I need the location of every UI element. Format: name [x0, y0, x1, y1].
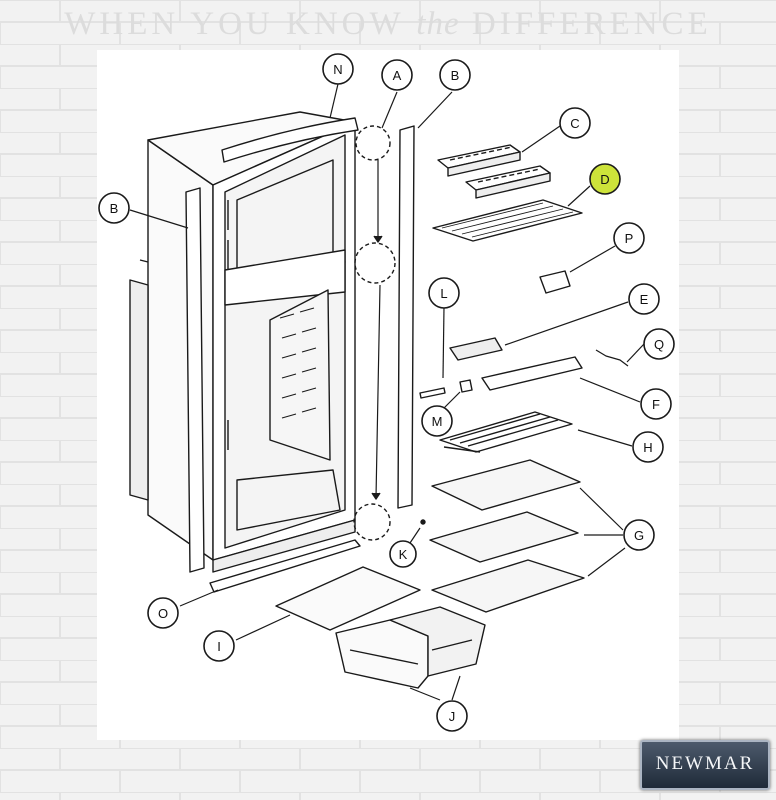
screw-k [420, 519, 426, 525]
refrigerator-shelves [429, 459, 585, 613]
tagline: WHEN YOU KNOW the DIFFERENCE [64, 6, 712, 42]
callout-h[interactable]: H [632, 431, 664, 463]
leader-lines [129, 83, 645, 701]
callout-l[interactable]: L [428, 277, 460, 309]
svg-text:J: J [449, 709, 456, 724]
svg-text:K: K [399, 547, 408, 562]
svg-text:B: B [451, 68, 460, 83]
callout-d[interactable]: D [589, 163, 621, 195]
callout-c[interactable]: C [559, 107, 591, 139]
callout-m[interactable]: M [421, 405, 453, 437]
callout-b-top[interactable]: B [439, 59, 471, 91]
callout-o[interactable]: O [147, 597, 179, 629]
svg-text:E: E [640, 292, 649, 307]
crisper-drawers [335, 606, 486, 689]
base-trim-o [209, 539, 361, 593]
callout-f[interactable]: F [640, 388, 672, 420]
svg-text:M: M [432, 414, 443, 429]
ice-trays [437, 144, 551, 199]
logo-text: NEWMAR [655, 753, 755, 774]
svg-text:I: I [217, 639, 221, 654]
hinge-detail-circles [353, 125, 396, 541]
side-trim-strip-right [397, 125, 415, 509]
svg-text:A: A [393, 68, 402, 83]
svg-text:F: F [652, 397, 660, 412]
svg-text:G: G [634, 528, 644, 543]
refrigerator-cabinet [129, 111, 356, 573]
svg-text:N: N [333, 62, 342, 77]
crisper-cover-i [275, 566, 421, 631]
callout-k[interactable]: K [389, 540, 417, 568]
callout-b-left[interactable]: B [98, 192, 130, 224]
callout-g[interactable]: G [623, 519, 655, 551]
clip-m [459, 379, 473, 393]
newmar-logo: NEWMAR [640, 740, 770, 790]
control-box-e [449, 337, 503, 361]
callout-q[interactable]: Q [643, 328, 675, 360]
svg-text:D: D [600, 172, 609, 187]
callout-n[interactable]: N [322, 53, 354, 85]
svg-text:L: L [440, 286, 447, 301]
crisper-rail-f [481, 356, 583, 391]
part-callouts: N A B B C D P L E Q F M H G K O I J [98, 53, 675, 732]
wire-harness-q [595, 349, 629, 367]
callout-a[interactable]: A [381, 59, 413, 91]
side-trim-strip-left [185, 187, 205, 573]
thermistor-l [419, 387, 446, 399]
callout-p[interactable]: P [613, 222, 645, 254]
svg-text:O: O [158, 606, 168, 621]
callout-e[interactable]: E [628, 283, 660, 315]
svg-text:Q: Q [654, 337, 664, 352]
svg-text:H: H [643, 440, 652, 455]
door-rack-h [439, 411, 573, 453]
svg-text:P: P [625, 231, 634, 246]
top-trim-n [221, 117, 359, 163]
callout-j[interactable]: J [436, 700, 468, 732]
svg-text:C: C [570, 116, 579, 131]
freezer-shelf [432, 199, 583, 242]
callout-i[interactable]: I [203, 630, 235, 662]
svg-text:B: B [110, 201, 119, 216]
shelf-bracket-p [539, 270, 571, 294]
